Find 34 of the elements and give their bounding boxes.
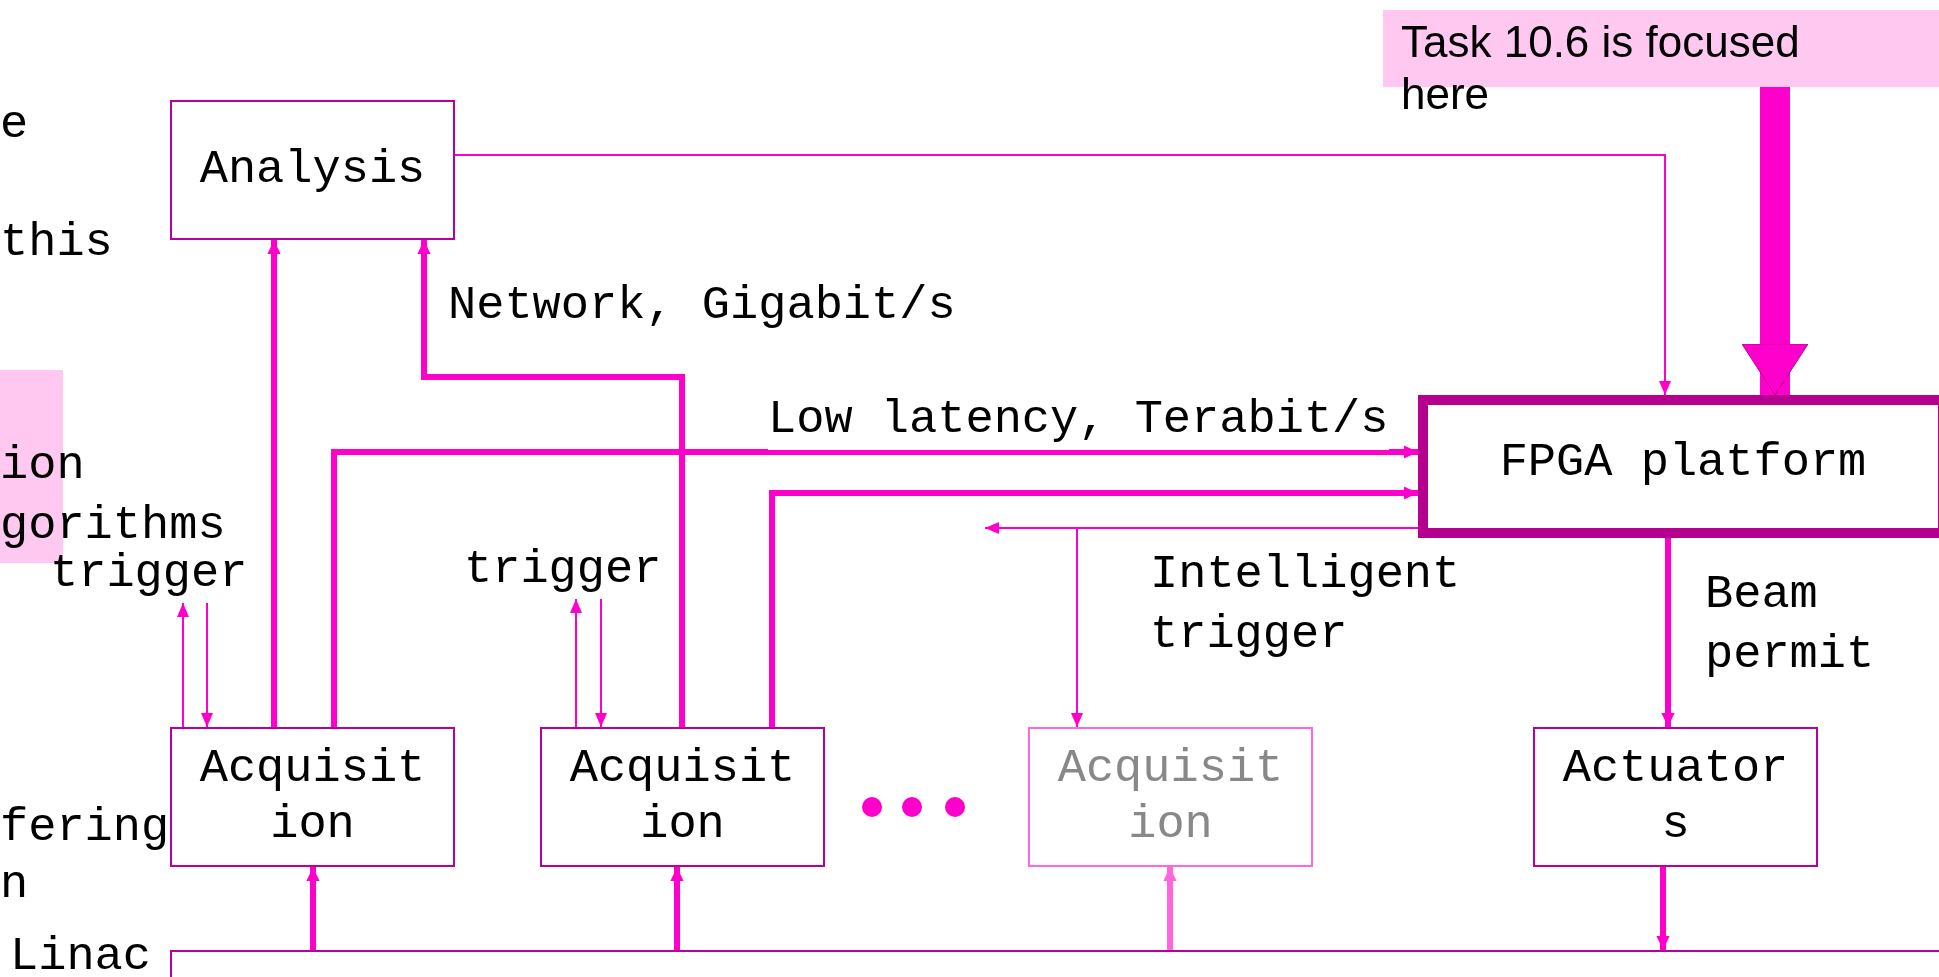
box-label: Acquisition bbox=[198, 741, 427, 853]
text-label: n bbox=[0, 857, 29, 913]
arrow bbox=[454, 154, 1671, 396]
process-box bbox=[170, 100, 455, 240]
arrow bbox=[769, 486, 1418, 727]
note-text: Task 10.6 is focused here bbox=[1401, 16, 1801, 120]
side-label: Linac bbox=[10, 929, 152, 977]
arrow bbox=[331, 445, 1418, 727]
arrow bbox=[267, 240, 281, 727]
process-box bbox=[1533, 727, 1818, 867]
arrow bbox=[1656, 867, 1670, 950]
box-label: trigger bbox=[464, 542, 663, 598]
platform-box bbox=[1418, 395, 1939, 538]
block-arrow bbox=[1741, 87, 1809, 396]
arrow bbox=[570, 598, 582, 728]
process-box bbox=[1028, 727, 1313, 867]
arrow bbox=[670, 867, 684, 950]
box-label: Actuators bbox=[1561, 741, 1790, 853]
arrow bbox=[201, 602, 213, 728]
box-label: Analysis bbox=[198, 142, 427, 198]
arrow bbox=[1661, 538, 1675, 727]
arrow bbox=[1163, 867, 1177, 950]
text-label: fering bbox=[0, 800, 170, 856]
box-label: Acquisition bbox=[568, 741, 797, 853]
arrow bbox=[595, 598, 607, 728]
text-label: this bbox=[0, 215, 113, 271]
box-label: Acquisition bbox=[1056, 741, 1285, 853]
arrow bbox=[177, 602, 189, 728]
box-label: FPGA platform bbox=[1498, 435, 1868, 491]
arrow bbox=[417, 240, 685, 727]
text-label: e bbox=[0, 97, 29, 153]
process-box bbox=[540, 727, 825, 867]
arrow bbox=[306, 867, 320, 950]
process-box bbox=[170, 727, 455, 867]
